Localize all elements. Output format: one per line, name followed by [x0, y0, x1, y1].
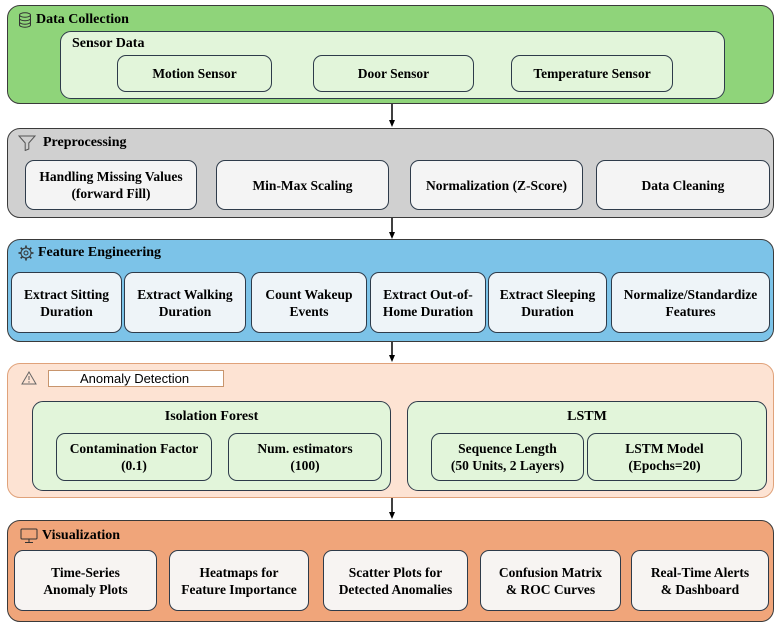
visualization-panel: Visualization Time-Series Anomaly Plots …	[7, 520, 774, 622]
feature-engineering-panel: Feature Engineering Extract Sitting Dura…	[7, 239, 774, 342]
sensor-data-title: Sensor Data	[72, 36, 145, 51]
out-of-home-box: Extract Out-of- Home Duration	[370, 272, 486, 333]
preprocessing-panel: Preprocessing Handling Missing Values (f…	[7, 128, 774, 218]
preprocessing-title-text: Preprocessing	[43, 135, 127, 150]
monitor-icon	[20, 528, 38, 544]
sequence-length-box: Sequence Length (50 Units, 2 Layers)	[431, 433, 584, 481]
walking-duration-box: Extract Walking Duration	[124, 272, 246, 333]
data-cleaning-box: Data Cleaning	[596, 160, 770, 210]
sitting-duration-box: Extract Sitting Duration	[11, 272, 122, 333]
visualization-title: Visualization	[20, 528, 120, 544]
data-collection-panel: Data Collection Sensor Data Motion Senso…	[7, 5, 774, 104]
warning-icon	[21, 371, 37, 390]
anomaly-detection-title: Anomaly Detection	[48, 370, 224, 387]
lstm-group: LSTM Sequence Length (50 Units, 2 Layers…	[407, 401, 767, 491]
sleeping-duration-box: Extract Sleeping Duration	[488, 272, 607, 333]
data-collection-title-text: Data Collection	[36, 12, 129, 27]
scatter-plots-box: Scatter Plots for Detected Anomalies	[323, 550, 468, 611]
wakeup-events-box: Count Wakeup Events	[251, 272, 367, 333]
isolation-forest-title: Isolation Forest	[164, 409, 259, 424]
preprocessing-title: Preprocessing	[18, 135, 126, 151]
normalize-features-box: Normalize/Standardize Features	[611, 272, 770, 333]
heatmaps-box: Heatmaps for Feature Importance	[169, 550, 309, 611]
anomaly-detection-panel: Anomaly Detection Isolation Forest Conta…	[7, 363, 774, 498]
contamination-factor-box: Contamination Factor (0.1)	[56, 433, 212, 481]
num-estimators-box: Num. estimators (100)	[228, 433, 382, 481]
isolation-forest-group: Isolation Forest Contamination Factor (0…	[32, 401, 391, 491]
filter-icon	[18, 135, 36, 151]
sensor-data-group: Sensor Data Motion Sensor Door Sensor Te…	[60, 31, 725, 99]
flow-arrow	[389, 498, 395, 519]
realtime-alerts-box: Real-Time Alerts & Dashboard	[631, 550, 769, 611]
lstm-model-box: LSTM Model (Epochs=20)	[587, 433, 742, 481]
flow-arrow	[389, 218, 395, 239]
door-sensor-box: Door Sensor	[313, 55, 474, 92]
gear-icon	[18, 245, 34, 261]
temperature-sensor-box: Temperature Sensor	[511, 55, 673, 92]
normalization-box: Normalization (Z-Score)	[410, 160, 583, 210]
motion-sensor-box: Motion Sensor	[117, 55, 272, 92]
lstm-title: LSTM	[567, 409, 607, 424]
time-series-plots-box: Time-Series Anomaly Plots	[14, 550, 157, 611]
flow-arrow	[389, 342, 395, 362]
data-collection-title: Data Collection	[18, 12, 129, 28]
visualization-title-text: Visualization	[42, 528, 121, 543]
database-icon	[18, 12, 32, 28]
missing-values-box: Handling Missing Values (forward Fill)	[25, 160, 197, 210]
flow-arrow	[389, 104, 395, 127]
confusion-matrix-box: Confusion Matrix & ROC Curves	[480, 550, 621, 611]
feature-engineering-title: Feature Engineering	[18, 245, 161, 261]
feature-engineering-title-text: Feature Engineering	[38, 245, 162, 260]
min-max-scaling-box: Min-Max Scaling	[216, 160, 389, 210]
